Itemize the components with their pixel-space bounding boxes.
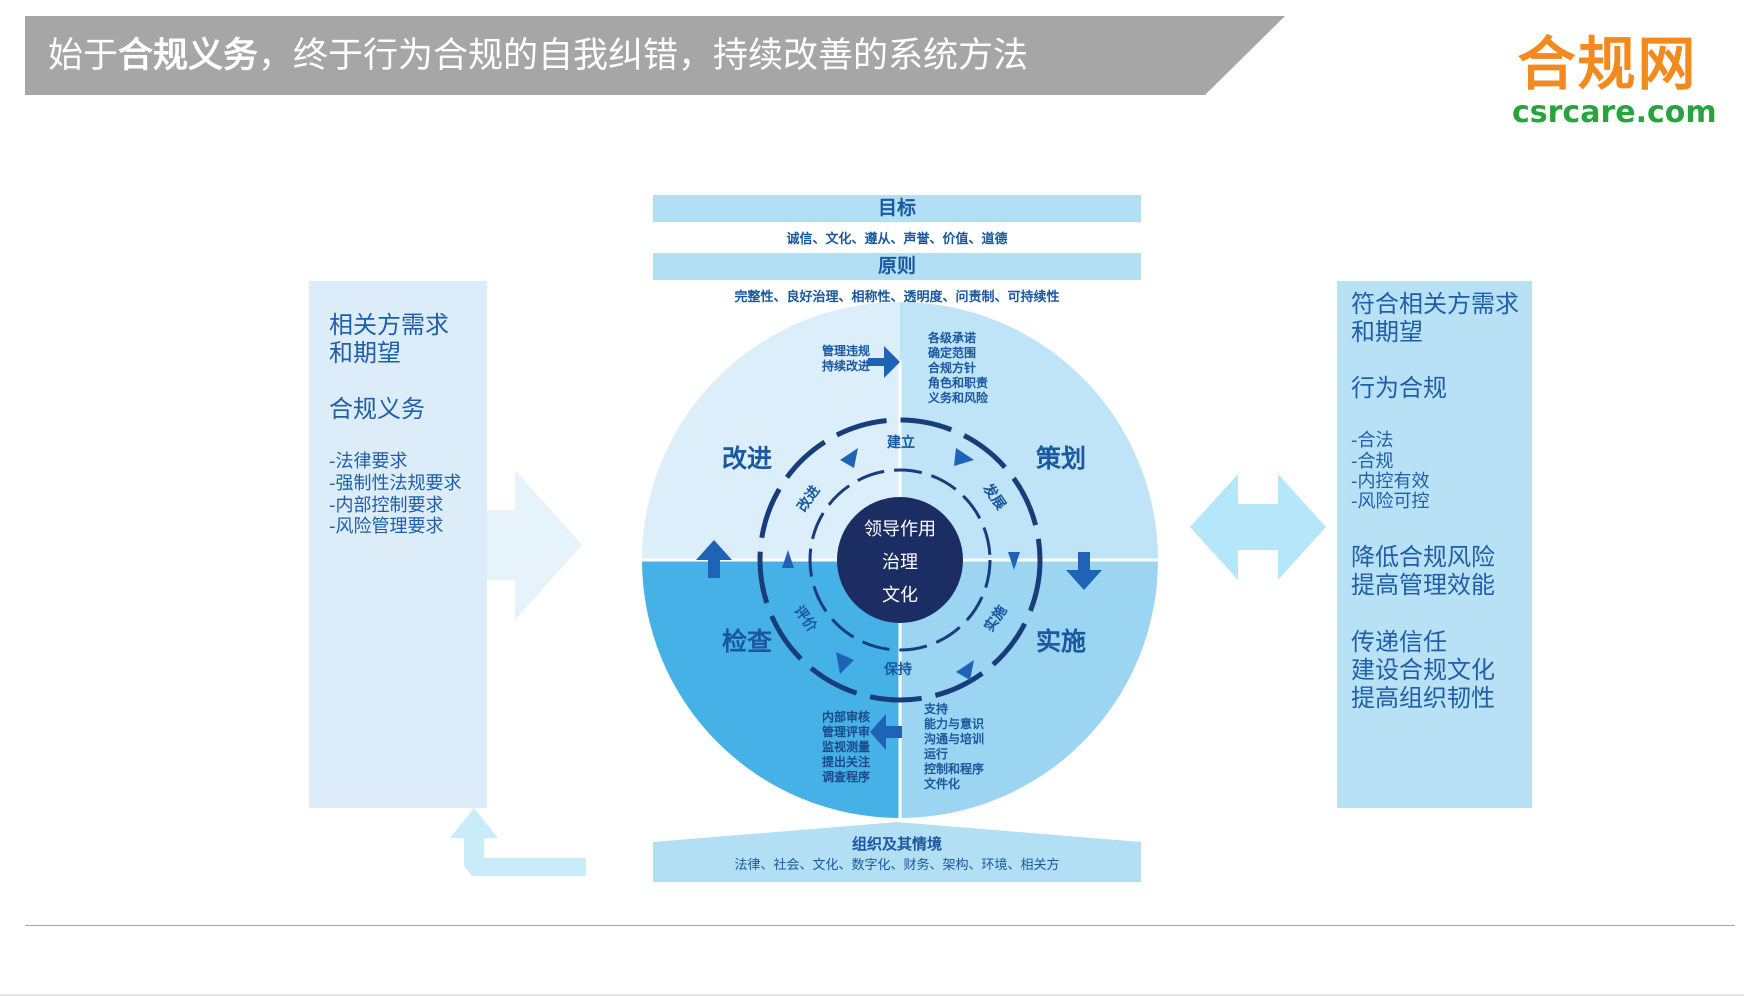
note-bl-2: 管理评审 <box>822 725 871 739</box>
note-tl-1: 管理违规 <box>822 344 871 358</box>
title-suffix: ，终于行为合规的自我纠错，持续改善的系统方法 <box>258 36 1029 76</box>
double-arrow-icon <box>1190 474 1326 580</box>
note-bl-5: 调查程序 <box>822 770 871 784</box>
note-tr-5: 义务和风险 <box>928 391 989 405</box>
principle-bar: 原则 <box>653 253 1141 280</box>
left-panel-line2: 和期望 <box>329 339 401 367</box>
arrow-down-icon <box>1066 552 1102 590</box>
left-panel-line1: 相关方需求 <box>329 311 449 339</box>
title-prefix: 始于 <box>48 36 119 76</box>
note-bl-1: 内部审核 <box>822 710 871 724</box>
right-block4-line3: 提高组织韧性 <box>1351 684 1495 712</box>
right-panel-line1: 符合相关方需求 <box>1351 290 1519 318</box>
right-block4-line1: 传递信任 <box>1351 628 1447 656</box>
center-label-1: 领导作用 <box>864 519 936 540</box>
logo-text: 合规网 <box>1517 30 1698 98</box>
context-label: 组织及其情境 <box>851 835 942 853</box>
right-block4-line2: 建设合规文化 <box>1351 656 1495 684</box>
context-items: 法律、社会、文化、数字化、财务、架构、环境、相关方 <box>734 858 1060 873</box>
feedback-arrow-icon <box>450 808 586 876</box>
right-panel-line2: 和期望 <box>1351 318 1423 346</box>
footer-strip <box>0 994 1744 996</box>
note-br-2: 能力与意识 <box>924 717 985 731</box>
left-panel <box>309 281 487 808</box>
left-item-3: -内部控制要求 <box>329 495 444 516</box>
principle-items: 完整性、良好治理、相称性、透明度、问责制、可持续性 <box>734 290 1060 305</box>
center-disc <box>837 497 963 623</box>
arrow-up-icon <box>696 540 732 578</box>
bottom-divider <box>25 925 1735 926</box>
note-tr-2: 确定范围 <box>928 346 977 360</box>
right-panel <box>1337 281 1532 808</box>
note-br-5: 控制和程序 <box>924 762 985 776</box>
note-tr-1: 各级承诺 <box>928 331 977 345</box>
right-item-1: -合法 <box>1351 430 1394 451</box>
note-br-4: 运行 <box>924 747 949 761</box>
right-block3-line1: 降低合规风险 <box>1351 543 1495 571</box>
quadrant-label-check: 检查 <box>722 627 773 656</box>
note-tr-4: 角色和职责 <box>928 376 989 390</box>
note-bl-3: 监视测量 <box>822 740 871 754</box>
right-item-3: -内控有效 <box>1351 471 1430 492</box>
center-label-2: 治理 <box>882 552 918 573</box>
left-item-4: -风险管理要求 <box>329 516 444 537</box>
right-arrow-icon <box>487 470 582 620</box>
ring-label-establish: 建立 <box>887 435 915 451</box>
left-item-1: -法律要求 <box>329 451 408 472</box>
arrow-tl-icon <box>868 346 900 378</box>
quadrant-label-plan: 策划 <box>1036 444 1087 473</box>
note-tr-3: 合规方针 <box>928 361 977 375</box>
left-panel-heading2: 合规义务 <box>329 395 425 423</box>
quadrant-implement <box>900 560 1158 818</box>
right-item-4: -风险可控 <box>1351 491 1430 512</box>
pdca-circle-diagram <box>642 302 1158 818</box>
left-item-2: -强制性法规要求 <box>329 473 462 494</box>
inner-dashed-ring <box>808 468 992 652</box>
right-panel-heading2: 行为合规 <box>1351 374 1447 402</box>
logo-url: csrcare.com <box>1512 95 1717 130</box>
outer-dashed-ring <box>757 417 1043 703</box>
note-tl-2: 持续改进 <box>822 359 871 373</box>
center-label-3: 文化 <box>882 585 918 606</box>
note-br-3: 沟通与培训 <box>924 732 985 746</box>
note-br-6: 文件化 <box>924 777 961 791</box>
right-block3-line2: 提高管理效能 <box>1351 571 1495 599</box>
arrow-bl-icon <box>870 714 902 750</box>
context-bar <box>653 822 1141 882</box>
page-title: 始于合规义务，终于行为合规的自我纠错，持续改善的系统方法 <box>48 28 1028 84</box>
goal-items: 诚信、文化、遵从、声誉、价值、道德 <box>786 232 1008 247</box>
note-br-1: 支持 <box>924 702 949 716</box>
goal-bar: 目标 <box>653 195 1141 222</box>
note-bl-4: 提出关注 <box>822 755 871 769</box>
title-banner <box>25 16 1285 95</box>
title-bold: 合规义务 <box>118 36 259 76</box>
quadrant-label-implement: 实施 <box>1036 627 1087 656</box>
right-item-2: -合规 <box>1351 451 1394 472</box>
ring-label-maintain: 保持 <box>884 662 912 678</box>
quadrant-label-improve: 改进 <box>722 444 773 473</box>
